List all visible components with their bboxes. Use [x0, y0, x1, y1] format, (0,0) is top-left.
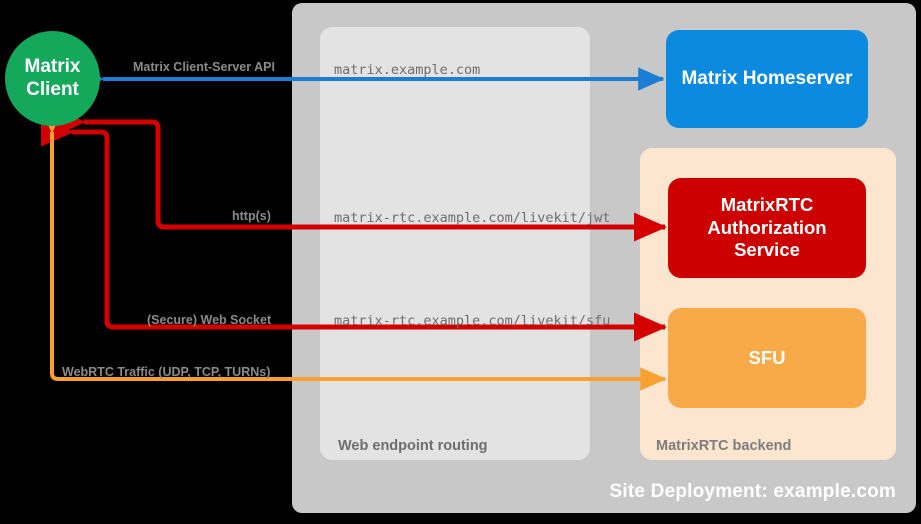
flow-label-client-server-api: Matrix Client-Server API: [133, 60, 275, 74]
flow-label-websocket: (Secure) Web Socket: [147, 313, 272, 327]
flow-label-https: http(s): [232, 209, 271, 223]
site-deployment-label: Site Deployment: example.com: [609, 481, 896, 502]
node-sfu[interactable]: SFU: [668, 308, 866, 408]
auth-label-line1: MatrixRTC: [720, 194, 814, 216]
client-label-line2: Client: [26, 78, 79, 100]
web-endpoint-routing-label: Web endpoint routing: [338, 438, 488, 454]
matrixrtc-backend-label: MatrixRTC backend: [656, 438, 792, 454]
flow-label-webrtc: WebRTC Traffic (UDP, TCP, TURNs): [62, 365, 271, 379]
node-sfu-label: SFU: [748, 346, 786, 368]
node-matrix-client[interactable]: Matrix Client: [5, 31, 100, 126]
node-matrix-homeserver[interactable]: Matrix Homeserver: [666, 30, 868, 128]
node-matrixrtc-authorization-service-label: MatrixRTC Authorization Service: [707, 194, 826, 262]
node-matrix-homeserver-label: Matrix Homeserver: [681, 68, 853, 90]
client-label-line1: Matrix: [24, 55, 81, 77]
web-endpoint-routing-container: [320, 27, 590, 460]
node-matrix-client-label: Matrix Client: [25, 56, 81, 102]
endpoint-url-matrix: matrix.example.com: [334, 62, 481, 78]
endpoint-url-sfu: matrix-rtc.example.com/livekit/sfu: [334, 313, 611, 329]
auth-label-line2: Authorization: [707, 216, 827, 238]
endpoint-url-jwt: matrix-rtc.example.com/livekit/jwt: [334, 210, 611, 226]
auth-label-line3: Service: [734, 239, 800, 261]
node-matrixrtc-authorization-service[interactable]: MatrixRTC Authorization Service: [668, 178, 866, 278]
